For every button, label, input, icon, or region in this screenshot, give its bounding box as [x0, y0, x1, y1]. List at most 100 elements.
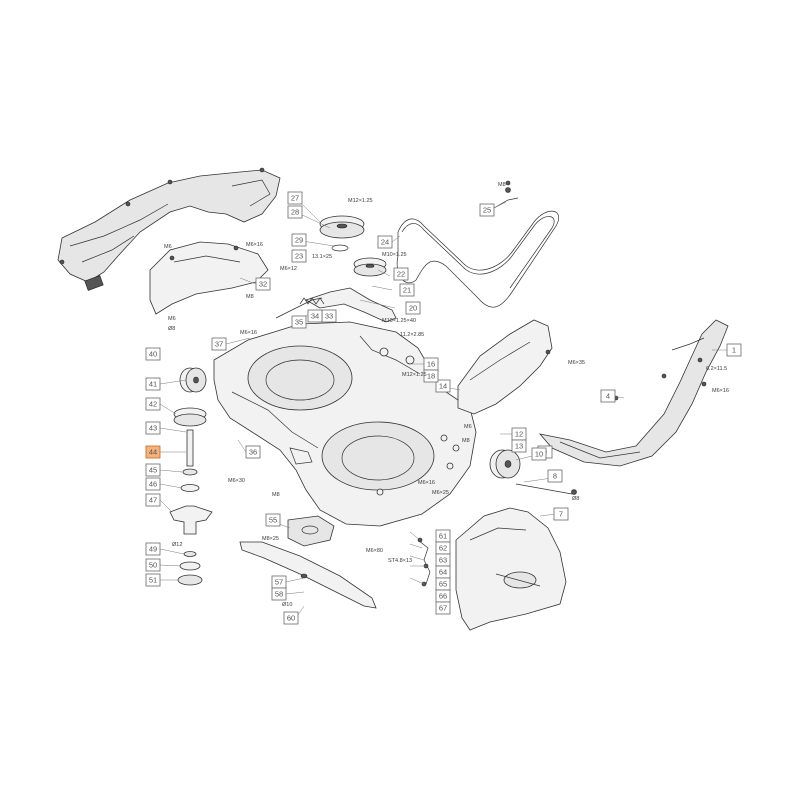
mower-deck-housing [213, 321, 477, 527]
svg-text:67: 67 [439, 604, 447, 613]
part-number-32: 32 [255, 277, 271, 291]
tag-d13x25: 13.1×25 [312, 254, 332, 260]
svg-text:43: 43 [149, 424, 157, 433]
svg-text:60: 60 [287, 614, 295, 623]
tag-m6x80: M6×80 [366, 548, 383, 554]
part-number-23: 23 [291, 249, 307, 263]
blade-adapter-55 [287, 515, 335, 547]
part-number-42: 42 [145, 397, 161, 411]
svg-text:14: 14 [439, 382, 447, 391]
part-number-1: 1 [726, 343, 742, 357]
tag-m6x16-b: M6×16 [240, 330, 257, 336]
part-number-34: 34 [307, 309, 323, 323]
part-number-44-highlighted[interactable]: 44 [145, 445, 161, 459]
tag-d10: Ø10 [282, 602, 292, 608]
tag-m6-b: M6 [168, 316, 176, 322]
part-number-62: 62 [435, 541, 451, 555]
svg-text:23: 23 [295, 252, 303, 261]
tag-m10x125: M10×1.25 [382, 252, 407, 258]
svg-text:62: 62 [439, 544, 447, 553]
pulley-22 [353, 257, 387, 277]
part-number-22: 22 [393, 267, 409, 281]
tag-m8-c: M8 [272, 492, 280, 498]
part-number-25: 25 [479, 203, 495, 217]
svg-text:49: 49 [149, 545, 157, 554]
part-number-40: 40 [145, 347, 161, 361]
belt-cover-32 [149, 241, 269, 315]
part-number-8: 8 [547, 469, 563, 483]
rod-8 [515, 483, 577, 495]
svg-text:65: 65 [439, 580, 447, 589]
tag-d12: Ø12 [172, 542, 182, 548]
svg-text:61: 61 [439, 532, 447, 541]
tag-m10x125x40: M10×1.25×40 [382, 318, 416, 324]
part-number-33: 33 [321, 309, 337, 323]
clip-hardware [417, 537, 431, 587]
svg-text:63: 63 [439, 556, 447, 565]
drive-belt-24 [396, 210, 559, 308]
part-number-29: 29 [291, 233, 307, 247]
svg-text:51: 51 [149, 576, 157, 585]
tag-m8-b: M8 [462, 438, 470, 444]
bracket-25 [493, 180, 519, 209]
part-number-67: 67 [435, 601, 451, 615]
tag-d8-b: Ø8 [572, 496, 579, 502]
svg-text:18: 18 [427, 372, 435, 381]
part-number-18: 18 [423, 369, 439, 383]
part-number-63: 63 [435, 553, 451, 567]
tag-m6x16-d: M6×16 [418, 480, 435, 486]
svg-text:1: 1 [732, 346, 736, 355]
svg-text:44: 44 [149, 448, 157, 457]
part-number-36: 36 [245, 445, 261, 459]
tag-m6x35: M6×35 [568, 360, 585, 366]
part-number-58: 58 [271, 587, 287, 601]
svg-text:24: 24 [381, 238, 389, 247]
tag-st: ST4.8×13 [388, 558, 412, 564]
svg-text:4: 4 [606, 392, 610, 401]
tag-m12x125-b: M12×1.25 [402, 372, 427, 378]
tag-m12x125: M12×1.25 [348, 198, 373, 204]
part-number-20: 20 [405, 301, 421, 315]
svg-text:8: 8 [553, 472, 557, 481]
part-number-43: 43 [145, 421, 161, 435]
part-number-57: 57 [271, 575, 287, 589]
part-number-14: 14 [435, 379, 451, 393]
svg-text:41: 41 [149, 380, 157, 389]
part-number-55: 55 [265, 513, 281, 527]
svg-text:37: 37 [215, 340, 223, 349]
part-number-64: 64 [435, 565, 451, 579]
svg-text:33: 33 [325, 312, 333, 321]
part-number-47: 47 [145, 493, 161, 507]
rear-discharge-chute-7 [455, 507, 567, 631]
tag-m6x25: M6×25 [432, 490, 449, 496]
part-number-7: 7 [553, 507, 569, 521]
part-number-4: 4 [600, 389, 616, 403]
svg-text:28: 28 [291, 208, 299, 217]
tag-m6x16-c: M6×16 [712, 388, 729, 394]
hardware-tags: M6 M6×16 M6×12 M8 M12×1.25 13.1×25 M10×1… [164, 182, 729, 608]
svg-text:55: 55 [269, 516, 277, 525]
svg-text:32: 32 [259, 280, 267, 289]
svg-text:27: 27 [291, 194, 299, 203]
tag-m6x30: M6×30 [228, 478, 245, 484]
svg-text:47: 47 [149, 496, 157, 505]
svg-text:13: 13 [515, 442, 523, 451]
svg-text:45: 45 [149, 466, 157, 475]
part-number-41: 41 [145, 377, 161, 391]
tag-m6x12: M6×12 [280, 266, 297, 272]
blade-spindle-assembly [169, 407, 213, 586]
svg-text:12: 12 [515, 430, 523, 439]
tag-d62: 6.2×11.5 [706, 366, 727, 372]
svg-text:25: 25 [483, 206, 491, 215]
part-number-61: 61 [435, 529, 451, 543]
front-bracket-assembly [57, 167, 281, 291]
part-number-35: 35 [291, 315, 307, 329]
rear-bracket-assembly [538, 319, 729, 467]
tag-m6-a: M6 [164, 244, 172, 250]
cutting-blade-57 [239, 541, 377, 609]
svg-text:7: 7 [559, 510, 563, 519]
svg-text:66: 66 [439, 592, 447, 601]
part-number-65: 65 [435, 577, 451, 591]
part-number-13: 13 [511, 439, 527, 453]
